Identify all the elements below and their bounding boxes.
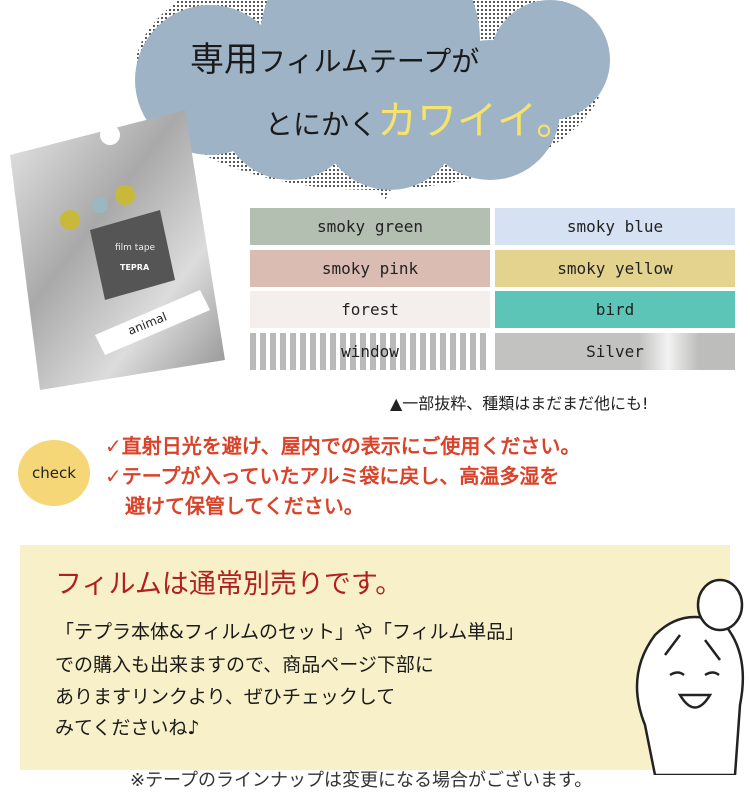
film-tape-package-image: film tape TEPRA animal <box>10 110 225 390</box>
tape-swatch-label: bird <box>595 300 635 319</box>
tape-swatch: smoky pink <box>250 250 490 287</box>
speech-cloud <box>135 0 610 200</box>
headline-line2: とにかくカワイイ。 <box>265 88 576 146</box>
tape-swatch: bird <box>495 291 735 328</box>
tape-swatch-label: forest <box>341 300 399 319</box>
warning-line: ✓直射日光を避け、屋内での表示にご使用ください。 <box>105 434 581 458</box>
package-brand: TEPRA <box>120 263 150 272</box>
warning-line: ✓テープが入っていたアルミ袋に戻し、高温多湿を <box>105 464 560 488</box>
headline-accent: カワイイ。 <box>377 98 577 144</box>
package-label: film tape <box>115 243 156 253</box>
headline-kanji: 専用 <box>190 40 258 80</box>
tape-swatch-label: window <box>341 342 399 361</box>
tape-swatch-label: smoky pink <box>321 259 419 278</box>
headline-line1: 専用フィルムテープが <box>190 32 479 81</box>
tape-swatch: smoky yellow <box>495 250 735 287</box>
swatch-note: ▲一部抜粋、種類はまだまだ他にも! <box>390 394 649 413</box>
info-title: フィルムは通常別売りです。 <box>55 569 403 600</box>
tape-swatch-label: Silver <box>586 342 644 361</box>
tape-swatch-label: smoky blue <box>566 217 664 236</box>
info-box <box>20 545 730 770</box>
tape-swatch: window <box>250 333 490 370</box>
tape-swatch-label: smoky green <box>317 217 423 236</box>
info-line: での購入も出来ますので、商品ページ下部に <box>55 654 434 676</box>
headline-rest: フィルムテープが <box>258 45 480 78</box>
character-illustration <box>635 578 745 775</box>
headline-start: とにかく <box>265 108 378 141</box>
tape-swatch-label: smoky yellow <box>557 259 673 278</box>
warning-line: 避けて保管してください。 <box>105 494 364 518</box>
tape-swatch: smoky green <box>250 208 490 245</box>
tape-swatch: Silver <box>495 333 735 370</box>
check-badge: check <box>18 440 90 506</box>
info-line: 「テプラ本体&フィルムのセット」や「フィルム単品」 <box>55 621 525 643</box>
info-line: みてくださいね♪ <box>55 717 200 739</box>
tape-swatch: forest <box>250 291 490 328</box>
info-line: ありますリンクより、ぜひチェックして <box>55 686 396 708</box>
footnote: ※テープのラインナップは変更になる場合がございます。 <box>130 770 593 791</box>
tape-swatch: smoky blue <box>495 208 735 245</box>
